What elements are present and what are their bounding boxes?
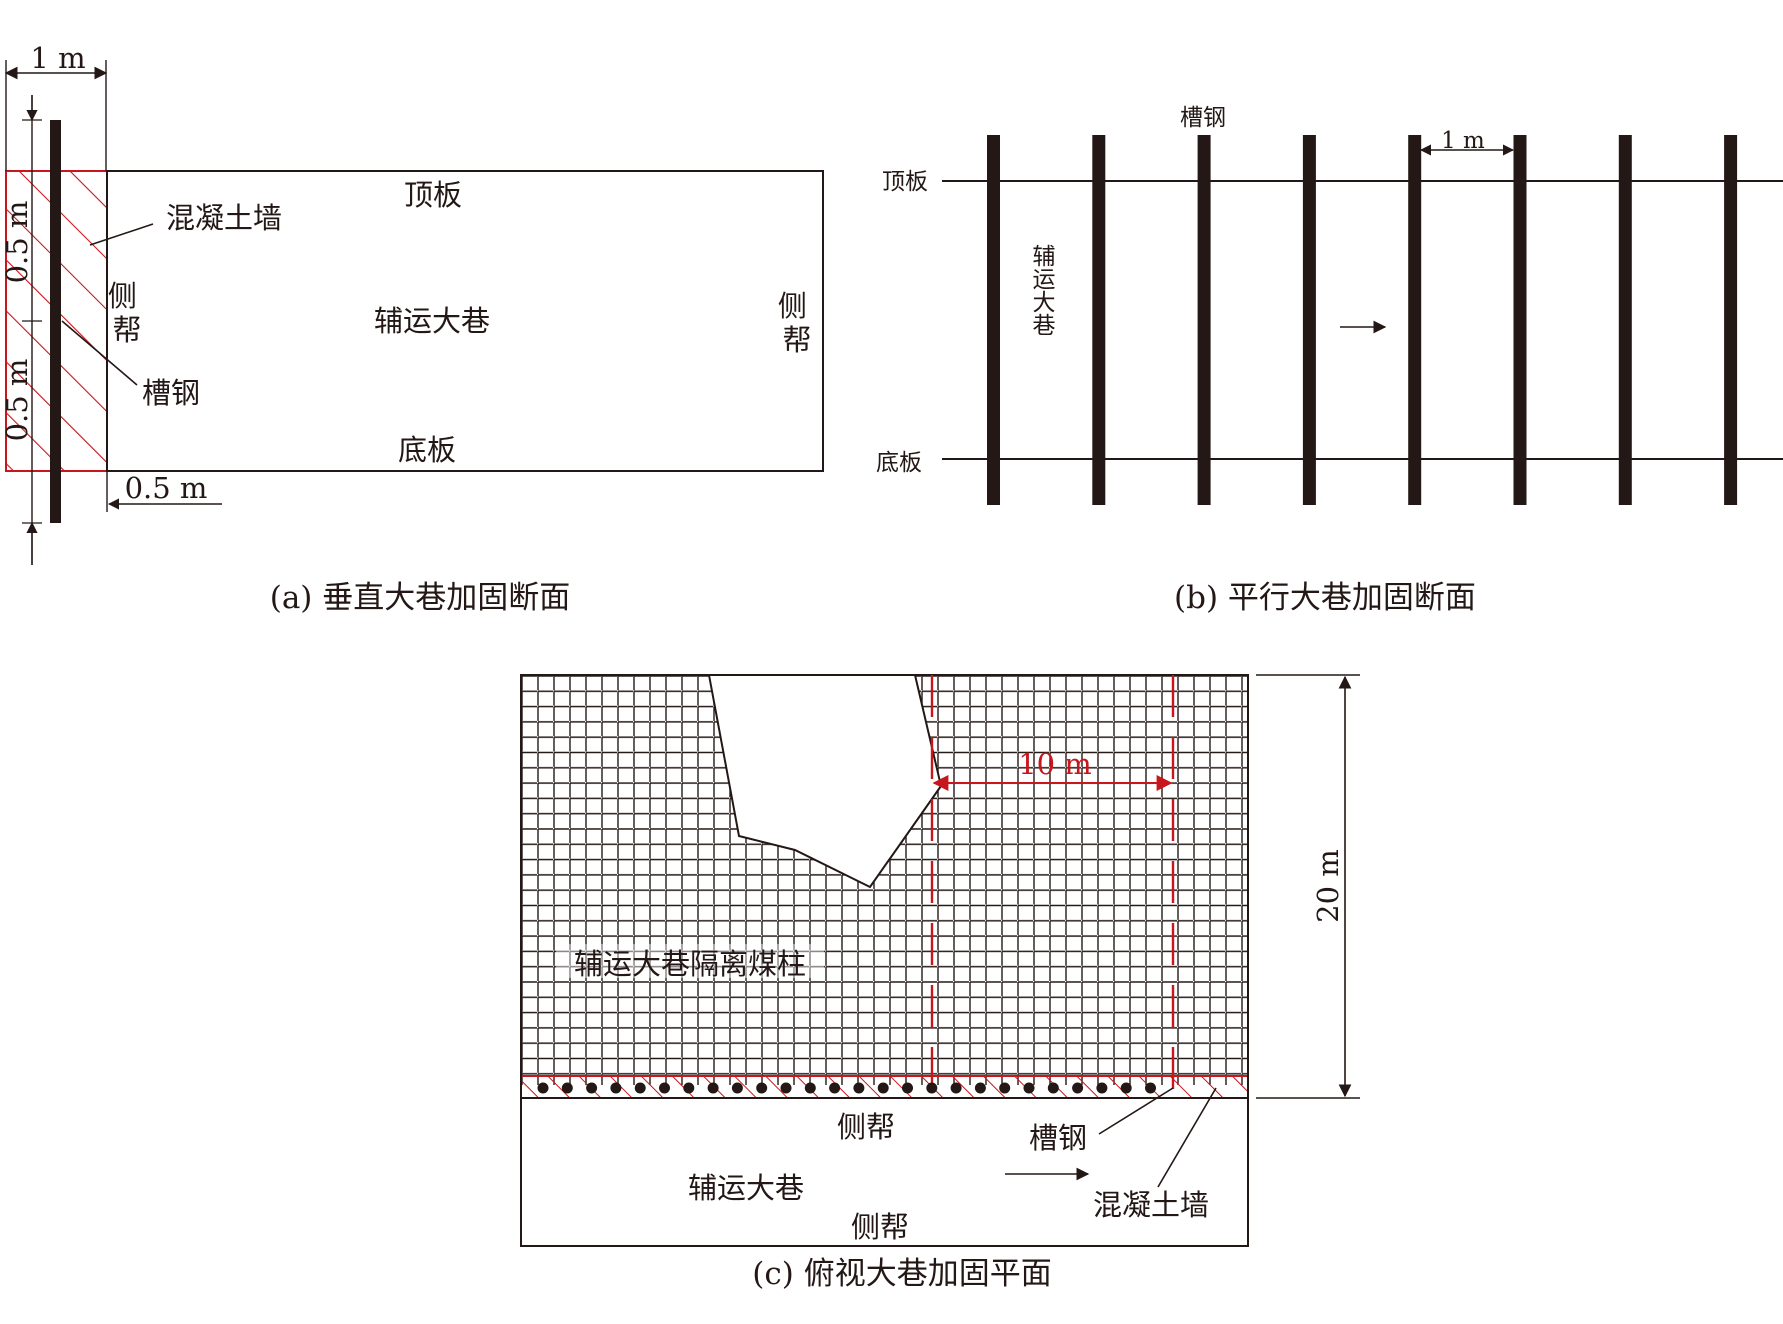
lower-rib-label: 侧帮 — [851, 1210, 909, 1244]
channel-steel-bar — [1408, 135, 1422, 505]
pillar-label: 辅运大巷隔离煤柱 — [574, 947, 806, 981]
roadway-label: 辅运大巷 — [688, 1171, 804, 1205]
anchor-dot — [731, 1082, 743, 1094]
anchor-dot — [853, 1082, 865, 1094]
anchor-dot — [707, 1082, 719, 1094]
anchor-dot — [561, 1082, 573, 1094]
channel-steel-bar — [987, 135, 1000, 505]
dim-lower-left-label: 0.5 m — [0, 359, 34, 442]
anchor-dot — [829, 1082, 841, 1094]
channel-steel-bar — [1092, 135, 1106, 505]
anchor-dot — [537, 1082, 549, 1094]
anchor-dot — [877, 1082, 889, 1094]
right-rib-text-line2: 帮 — [782, 323, 811, 357]
channel-steel-bar — [1513, 135, 1527, 505]
left-rib-label: 侧 帮 — [108, 279, 146, 347]
channel-steel-row — [987, 135, 1738, 505]
concrete-wall-label: 混凝土墙 — [1093, 1188, 1209, 1222]
panel-c: 10 m 20 m 辅运大巷隔离煤柱 侧帮 槽钢 辅运大巷 混凝土墙 侧帮 (c… — [520, 674, 1360, 1292]
caption-a: (a) 垂直大巷加固断面 — [270, 580, 571, 616]
pillar-label-bg — [556, 944, 824, 978]
dim-bottom-label: 0.5 m — [125, 471, 208, 505]
panel-b: 1 m 槽钢 顶板 底板 辅运大巷 (b) 平行大巷加固断面 — [876, 105, 1783, 616]
left-rib-text-line2: 帮 — [112, 313, 141, 347]
anchor-dot — [1072, 1082, 1084, 1094]
channel-steel-bar — [1724, 135, 1738, 505]
anchor-dot — [926, 1082, 938, 1094]
anchor-dot — [683, 1082, 695, 1094]
anchor-dot — [610, 1082, 622, 1094]
anchor-dot — [586, 1082, 598, 1094]
anchor-dot — [1096, 1082, 1108, 1094]
caption-b: (b) 平行大巷加固断面 — [1174, 580, 1476, 616]
anchor-dot — [804, 1082, 816, 1094]
anchor-dot — [756, 1082, 768, 1094]
anchor-dot — [974, 1082, 986, 1094]
channel-steel-label: 槽钢 — [1180, 105, 1226, 131]
anchor-dot — [999, 1082, 1011, 1094]
leader-concrete-wall — [1157, 1087, 1217, 1188]
pillar-outline — [708, 674, 943, 889]
roof-label: 顶板 — [404, 178, 462, 212]
channel-steel-label: 槽钢 — [1029, 1121, 1087, 1155]
anchor-dot — [1023, 1082, 1035, 1094]
dim-span-label: 10 m — [1018, 747, 1092, 781]
dim-upper-left-label: 0.5 m — [0, 201, 34, 284]
dim-top-label: 1 m — [30, 41, 85, 75]
anchor-dot — [902, 1082, 913, 1094]
leader-channel-steel — [61, 320, 138, 386]
roadway-label: 辅运大巷 — [374, 304, 490, 338]
right-rib-text: 侧 — [778, 289, 807, 323]
left-rib-text: 侧 — [108, 279, 137, 313]
channel-steel-label: 槽钢 — [142, 376, 200, 410]
concrete-wall-label: 混凝土墙 — [166, 201, 282, 235]
right-rib-label: 侧 帮 — [778, 289, 816, 357]
pillar-grid — [521, 675, 1248, 1085]
spacing-label: 1 m — [1441, 128, 1485, 154]
anchor-dot — [1145, 1082, 1156, 1094]
floor-label: 底板 — [876, 450, 922, 476]
panel-a: 1 m 0.5 m 0.5 m 0.5 m 混凝土墙 槽钢 顶板 辅运大巷 底板… — [0, 41, 824, 616]
leader-concrete-wall — [89, 223, 154, 246]
leader-channel-steel — [1098, 1087, 1174, 1135]
channel-steel-bar — [1618, 135, 1632, 505]
anchor-dot — [950, 1082, 962, 1094]
upper-rib-label: 侧帮 — [837, 1110, 895, 1144]
roadway-vertical-label: 辅运大巷 — [1028, 244, 1056, 336]
anchor-dot — [1120, 1082, 1132, 1094]
dim-height-label: 20 m — [1311, 849, 1345, 923]
floor-label: 底板 — [398, 433, 456, 467]
anchor-dot — [780, 1082, 792, 1094]
anchor-dot — [1047, 1082, 1059, 1094]
channel-steel-bar — [1302, 135, 1316, 505]
roadway-outline — [106, 170, 824, 472]
anchor-dot-row — [537, 1082, 1156, 1094]
anchor-dot — [634, 1082, 646, 1094]
plan-outline — [520, 674, 1249, 1247]
caption-c: (c) 俯视大巷加固平面 — [752, 1256, 1051, 1292]
roof-label: 顶板 — [882, 169, 928, 195]
anchor-dot — [659, 1082, 670, 1094]
channel-steel-vertical — [50, 120, 61, 523]
channel-steel-bar — [1197, 135, 1211, 505]
